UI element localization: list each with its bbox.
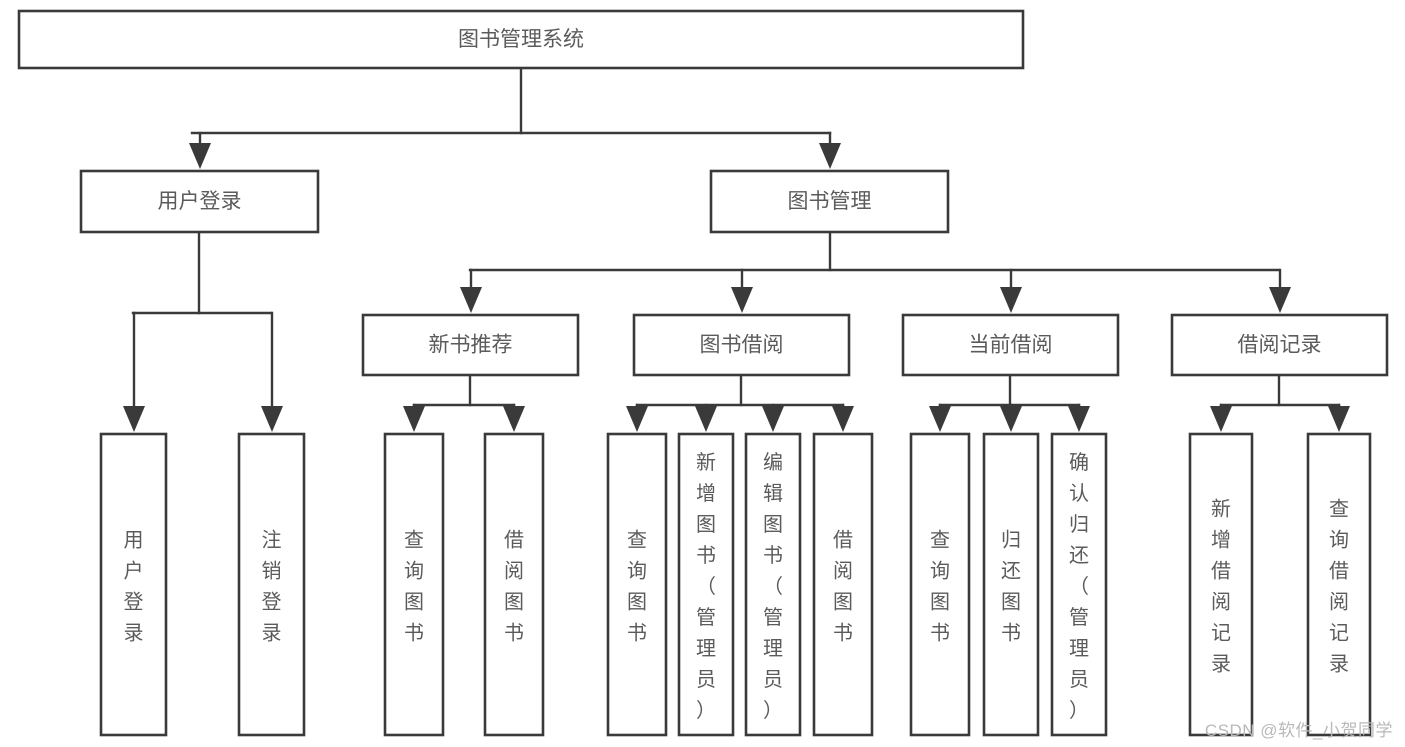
leaf-leaf-query-book-2[interactable]: 查询图书 <box>606 432 668 737</box>
node-label: 图书管理系统 <box>458 28 584 51</box>
leaf-box <box>909 432 971 737</box>
node-label: 借阅记录 <box>1238 334 1322 357</box>
leaf-leaf-borrow-book-2[interactable]: 借阅图书 <box>812 432 874 737</box>
connector-layer <box>123 66 1350 432</box>
leaf-leaf-edit-book[interactable]: 编辑图书（管理员） <box>744 432 802 737</box>
leaf-label: 借阅图书 <box>833 529 853 645</box>
node-box <box>1170 313 1389 377</box>
arrow-head-icon <box>819 143 841 169</box>
arrow-head-icon <box>1068 406 1090 432</box>
leaf-label: 新增图书（管理员） <box>696 451 716 722</box>
leaf-leaf-user-logout[interactable]: 注销登录 <box>237 432 306 737</box>
node-user-login[interactable]: 用户登录 <box>79 169 320 234</box>
leaf-label: 归还图书 <box>1001 529 1021 645</box>
arrow-head-icon <box>503 406 525 432</box>
leaf-label: 编辑图书（管理员） <box>763 451 783 722</box>
leaf-leaf-add-book[interactable]: 新增图书（管理员） <box>677 432 735 737</box>
node-label: 用户登录 <box>158 190 242 213</box>
arrow-head-icon <box>1328 406 1350 432</box>
arrow-head-icon <box>1000 406 1022 432</box>
leaf-label: 查询图书 <box>627 529 647 645</box>
leaf-box <box>383 432 445 737</box>
leaf-leaf-confirm-return[interactable]: 确认归还（管理员） <box>1050 432 1108 737</box>
leaf-box <box>483 432 545 737</box>
arrow-head-icon <box>123 406 145 432</box>
leaf-box <box>99 432 168 737</box>
leaf-box <box>744 432 802 737</box>
node-box <box>17 9 1025 70</box>
leaf-box <box>237 432 306 737</box>
node-box <box>632 313 851 377</box>
arrow-head-icon <box>626 406 648 432</box>
leaf-leaf-add-record[interactable]: 新增借阅记录 <box>1188 432 1254 737</box>
leaf-leaf-return-book[interactable]: 归还图书 <box>982 432 1040 737</box>
leaf-box <box>1306 432 1372 737</box>
leaf-leaf-borrow-book-1[interactable]: 借阅图书 <box>483 432 545 737</box>
leaf-label: 新增借阅记录 <box>1211 498 1231 676</box>
watermark-text: CSDN @软件_小贺同学 <box>1204 721 1393 740</box>
leaf-leaf-query-record[interactable]: 查询借阅记录 <box>1306 432 1372 737</box>
node-box <box>709 169 950 234</box>
arrow-head-icon <box>762 406 784 432</box>
node-box <box>901 313 1120 377</box>
leaf-leaf-user-login[interactable]: 用户登录 <box>99 432 168 737</box>
leaf-box <box>1050 432 1108 737</box>
node-box <box>361 313 580 377</box>
arrow-head-icon <box>261 406 283 432</box>
node-label: 图书管理 <box>788 190 872 213</box>
node-root[interactable]: 图书管理系统 <box>17 9 1025 70</box>
node-label: 新书推荐 <box>429 334 513 357</box>
leaf-label: 注销登录 <box>262 529 282 645</box>
node-new-book-recommend[interactable]: 新书推荐 <box>361 313 580 377</box>
leaf-box <box>812 432 874 737</box>
arrow-head-icon <box>832 406 854 432</box>
arrow-head-icon <box>403 406 425 432</box>
leaf-label: 用户登录 <box>124 530 144 645</box>
arrow-head-icon <box>460 287 482 313</box>
arrow-head-icon <box>731 287 753 313</box>
arrow-head-icon <box>929 406 951 432</box>
leaf-label: 查询图书 <box>404 529 424 645</box>
arrow-head-icon <box>695 406 717 432</box>
leaf-label: 借阅图书 <box>504 529 524 645</box>
arrow-head-icon <box>189 143 211 169</box>
leaf-box <box>677 432 735 737</box>
leaf-box <box>982 432 1040 737</box>
node-current-borrow[interactable]: 当前借阅 <box>901 313 1120 377</box>
node-label: 当前借阅 <box>969 334 1053 357</box>
arrow-head-icon <box>1210 406 1232 432</box>
arrow-head-icon <box>1000 287 1022 313</box>
node-box <box>79 169 320 234</box>
arrow-head-icon <box>1269 287 1291 313</box>
node-label: 图书借阅 <box>700 334 784 357</box>
leaf-leaf-query-book-1[interactable]: 查询图书 <box>383 432 445 737</box>
leaf-label: 确认归还（管理员） <box>1069 451 1089 722</box>
node-book-manage[interactable]: 图书管理 <box>709 169 950 234</box>
leaf-label: 查询图书 <box>930 529 950 645</box>
leaf-leaf-query-book-3[interactable]: 查询图书 <box>909 432 971 737</box>
leaf-box <box>1188 432 1254 737</box>
node-borrow-record[interactable]: 借阅记录 <box>1170 313 1389 377</box>
node-book-borrow[interactable]: 图书借阅 <box>632 313 851 377</box>
node-layer: 图书管理系统用户登录图书管理新书推荐图书借阅当前借阅借阅记录用户登录注销登录查询… <box>17 9 1389 737</box>
leaf-label: 查询借阅记录 <box>1329 498 1349 676</box>
leaf-box <box>606 432 668 737</box>
